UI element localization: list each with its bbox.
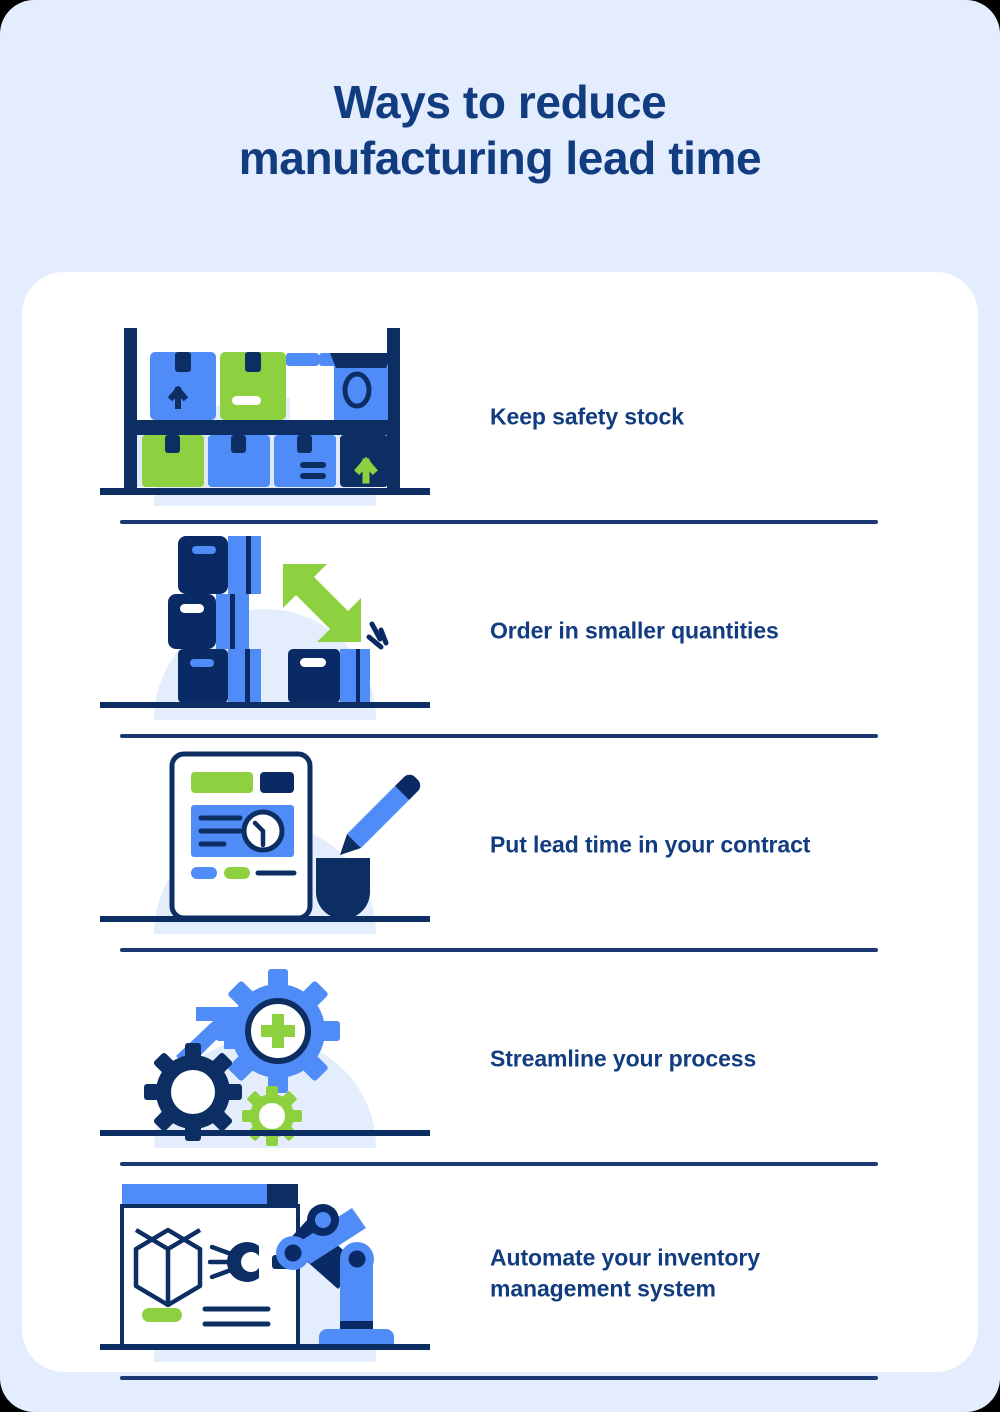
row-divider [120, 1162, 878, 1166]
row-divider [120, 1376, 878, 1380]
list-item-label: Order in smaller quantities [490, 617, 779, 644]
page-title: Ways to reduce manufacturing lead time [0, 74, 1000, 186]
robot-arm-browser-cube-icon [100, 1166, 430, 1362]
list-item-label: Put lead time in your contract [490, 831, 811, 858]
list-item-label: Automate your inventory management syste… [490, 1244, 760, 1301]
list-card: Keep safety stock [22, 272, 978, 1380]
contract-document-clock-pencil-icon [100, 738, 430, 934]
row-divider [120, 520, 878, 524]
list-item: Streamline your process [22, 952, 978, 1166]
tips-list: Keep safety stock [22, 272, 978, 1380]
row-divider [120, 734, 878, 738]
list-item: Put lead time in your contract [22, 738, 978, 952]
list-item: Order in smaller quantities [22, 524, 978, 738]
list-item-label: Streamline your process [490, 1045, 757, 1072]
list-item: Automate your inventory management syste… [22, 1166, 978, 1380]
page-title-line-2: manufacturing lead time [238, 132, 762, 185]
row-divider [120, 948, 878, 952]
stacked-boxes-arrow-icon [100, 524, 430, 720]
page-title-line-1: Ways to reduce [333, 76, 667, 128]
warehouse-shelf-boxes-icon [100, 310, 430, 506]
list-item: Keep safety stock [22, 310, 978, 524]
gears-plus-arrow-icon [100, 952, 430, 1148]
list-item-label: Keep safety stock [490, 403, 684, 430]
